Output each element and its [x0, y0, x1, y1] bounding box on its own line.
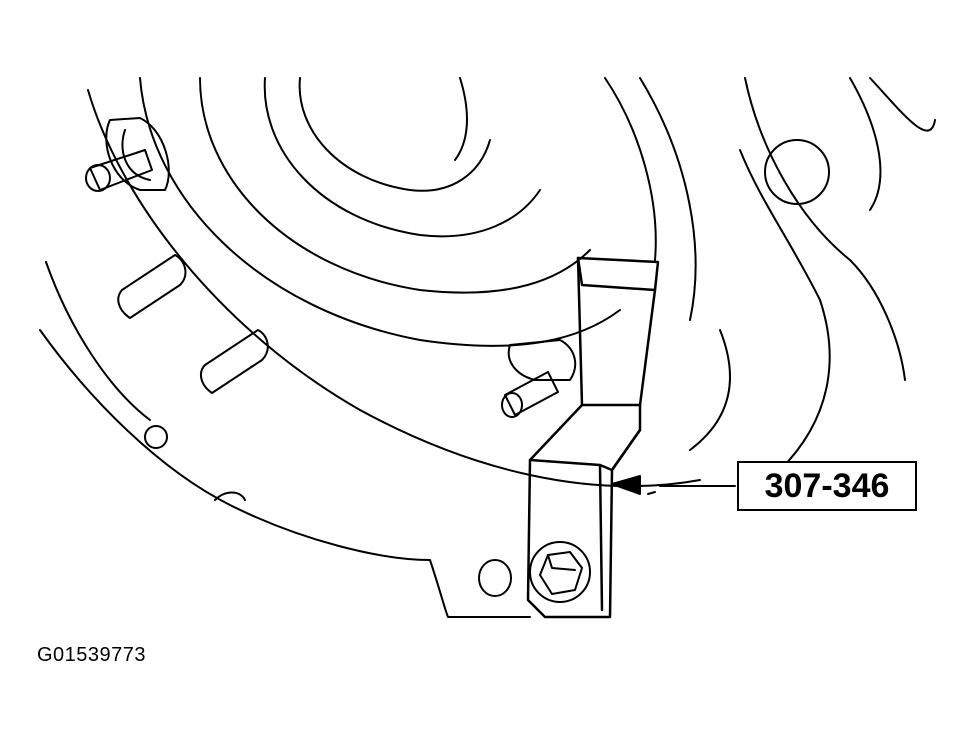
bell-ring-5: [454, 77, 468, 161]
flange-hole-lower: [478, 559, 512, 597]
housing-right-edge-1: [744, 77, 906, 381]
bell-ring-2: [199, 77, 591, 294]
flange-slot-2: [199, 329, 269, 394]
flange-slot-1: [117, 254, 187, 319]
special-tool-bracket: [526, 256, 660, 619]
flange-hole-left: [144, 425, 168, 449]
housing-right-edge-2: [849, 77, 882, 211]
mounting-hole-upper-right: [764, 139, 830, 205]
center-mounting-stud: [501, 339, 577, 418]
tool-callout-label: 307-346: [737, 461, 917, 511]
housing-right-inner: [739, 149, 831, 471]
bell-ring-3: [263, 77, 541, 238]
left-mounting-stud: [85, 117, 170, 192]
bell-ring-4: [298, 77, 491, 192]
figure-id: G01539773: [37, 644, 147, 666]
housing-outer-flange: [39, 329, 431, 561]
bell-ring-6: [604, 77, 657, 261]
callout-leader-dash: [647, 491, 656, 495]
hex-bolt: [529, 541, 591, 603]
housing-right-edge-3: [869, 77, 936, 132]
bell-ring-7: [639, 77, 697, 321]
housing-lower-lip: [429, 559, 531, 618]
bell-ring-1: [139, 77, 621, 347]
flange-notch: [214, 491, 246, 501]
housing-outer-edge: [87, 89, 701, 488]
housing-right-lower: [689, 329, 731, 451]
housing-left-curve: [45, 261, 151, 421]
callout-arrowhead: [611, 475, 641, 495]
